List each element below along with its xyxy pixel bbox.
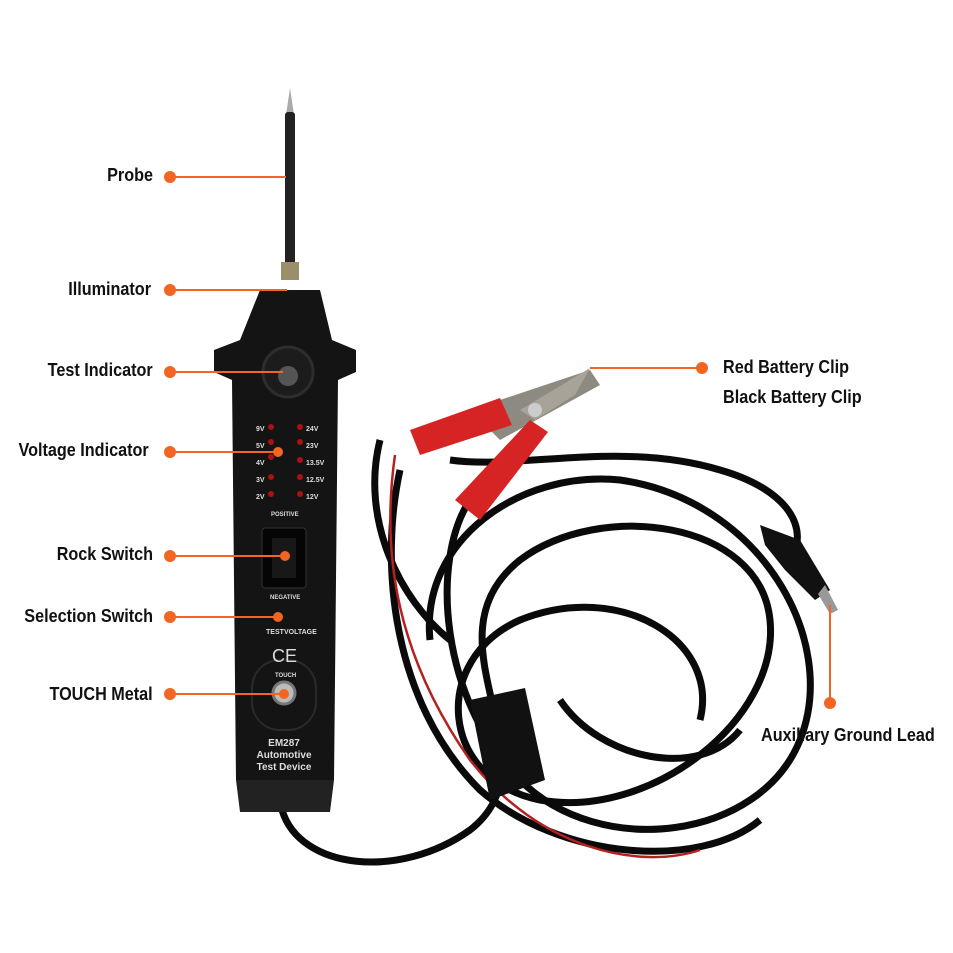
led-label: 2V [256,494,265,501]
touch-label: TOUCH [275,673,297,679]
probe [281,88,299,280]
led-label: 9V [256,426,265,433]
led-label: 24V [306,426,319,433]
cable-coil [278,439,814,866]
model-line-2: Test Device [256,762,312,773]
label-probe: Probe [107,165,153,185]
model-line-1: Automotive [256,750,312,761]
test-label: TEST [266,629,284,636]
ce-mark: CE [272,646,298,666]
voltage-labels-right: 24V 23V 13.5V 12.5V 12V [306,421,324,506]
label-illuminator: Illuminator [68,279,151,299]
black-aux-clip [760,525,838,614]
voltage-label: VOLTAGE [284,629,317,636]
device-model-block: EM287 Automotive Test Device [250,738,318,774]
model-name: EM287 [268,738,300,749]
positive-label: POSITIVE [271,512,299,518]
led-label: 4V [256,460,265,467]
label-voltage-indicator: Voltage Indicator [18,440,149,460]
label-red-battery-clip: Red Battery Clip [723,357,850,377]
label-selection-switch: Selection Switch [24,606,153,626]
led-label: 13.5V [306,460,325,467]
label-rock-switch: Rock Switch [56,544,153,564]
red-battery-clip [410,368,600,520]
label-black-battery-clip: Black Battery Clip [723,387,862,407]
cable-strap [470,688,545,800]
label-auxiliary-ground-lead: Auxiliary Ground Lead [761,725,935,745]
voltage-labels-left: 9V 5V 4V 3V 2V [256,421,265,506]
red-wire [389,454,701,859]
led-label: 3V [256,477,265,484]
voltage-leds [268,424,303,497]
led-label: 12V [306,494,319,501]
led-label: 12.5V [306,477,325,484]
negative-label: NEGATIVE [270,595,301,601]
label-test-indicator: Test Indicator [47,360,153,380]
led-label: 23V [306,443,319,450]
label-touch-metal: TOUCH Metal [49,684,153,704]
led-label: 5V [256,443,265,450]
